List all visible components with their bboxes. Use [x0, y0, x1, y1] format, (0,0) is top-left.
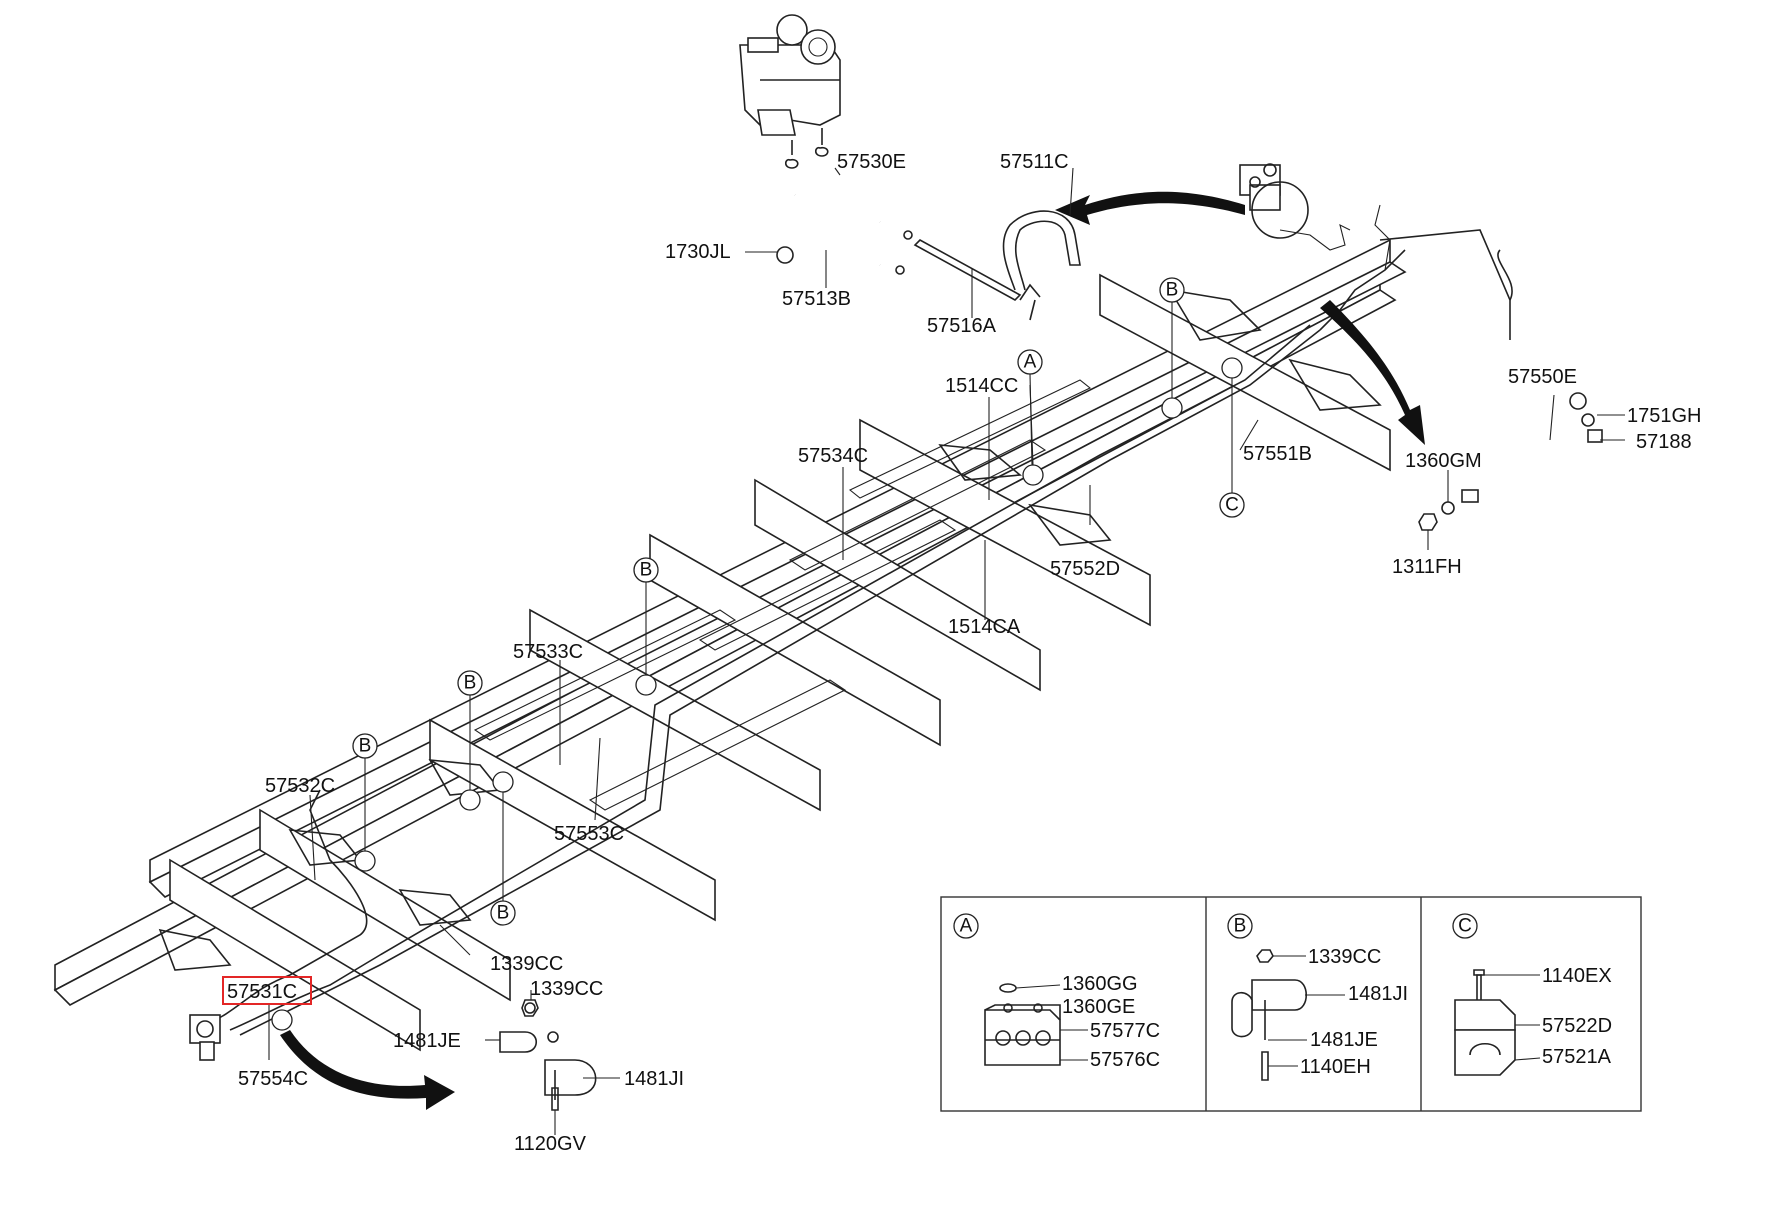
- label-1751GH: 1751GH: [1627, 405, 1702, 427]
- label-1481JE-detail: 1481JE: [1310, 1029, 1378, 1051]
- cross-members: [169, 273, 1391, 1052]
- ref-B-frame-1: B: [640, 560, 653, 581]
- panel-A-header: A: [960, 916, 973, 937]
- label-57521A: 57521A: [1542, 1046, 1612, 1068]
- label-1481JI-detail: 1481JI: [1348, 983, 1408, 1005]
- label-1140EH: 1140EH: [1300, 1056, 1371, 1078]
- label-57188: 57188: [1636, 431, 1692, 453]
- brake-junction: [1239, 163, 1351, 251]
- part-labels: 57530E 57511C 1730JL 57513B 57516A 1514C…: [227, 151, 1702, 1155]
- reservoir-hoses: [776, 165, 1081, 321]
- label-57516A: 57516A: [927, 315, 997, 337]
- ref-A-frame: A: [1024, 352, 1037, 373]
- leader-lines: [268, 167, 1625, 1135]
- label-57534C: 57534C: [798, 445, 868, 467]
- label-57550E: 57550E: [1508, 366, 1577, 388]
- ref-B-frame-4: B: [497, 903, 510, 924]
- label-1140EX: 1140EX: [1542, 965, 1612, 987]
- label-1339CC-main: 1339CC: [490, 953, 563, 975]
- label-1120GV: 1120GV: [514, 1133, 587, 1155]
- label-57551B: 57551B: [1243, 443, 1312, 465]
- label-1514CC: 1514CC: [945, 375, 1018, 397]
- detail-panels: [940, 896, 1642, 1112]
- label-57577C: 57577C: [1090, 1020, 1160, 1042]
- label-1339CC-b: 1339CC: [530, 978, 603, 1000]
- brake-fluid-reservoir: [739, 14, 841, 169]
- panel-C-header: C: [1458, 916, 1472, 937]
- label-57522D: 57522D: [1542, 1015, 1612, 1037]
- label-1360GE: 1360GE: [1062, 996, 1135, 1018]
- label-1311FH: 1311FH: [1392, 556, 1462, 578]
- label-1730JL: 1730JL: [665, 241, 731, 263]
- label-57576C: 57576C: [1090, 1049, 1160, 1071]
- label-57532C: 57532C: [265, 775, 335, 797]
- label-1481JI-main: 1481JI: [624, 1068, 684, 1090]
- ref-B-frame-3: B: [359, 736, 372, 757]
- label-1360GM: 1360GM: [1405, 450, 1482, 472]
- panel-B-header: B: [1234, 916, 1247, 937]
- label-57513B: 57513B: [782, 288, 851, 310]
- label-57533C: 57533C: [513, 641, 583, 663]
- ref-B-frame-rear: B: [1166, 280, 1179, 301]
- label-57511C: 57511C: [1000, 151, 1069, 173]
- ref-C-frame: C: [1225, 495, 1239, 516]
- direction-arrows: [280, 191, 1425, 1110]
- ref-B-frame-2: B: [464, 673, 477, 694]
- label-1360GG: 1360GG: [1062, 973, 1138, 995]
- label-57553C: 57553C: [554, 823, 624, 845]
- clamp-parts: [499, 999, 597, 1111]
- label-57552D: 57552D: [1050, 558, 1120, 580]
- highlight-box: [222, 976, 312, 1005]
- reference-letters: A B C B B B B A B C: [352, 277, 1478, 939]
- chassis-frame: [53, 229, 1513, 1052]
- label-1339CC-detail: 1339CC: [1308, 946, 1381, 968]
- label-57554C: 57554C: [238, 1068, 308, 1090]
- label-1514CA: 1514CA: [948, 616, 1021, 638]
- label-1481JE-main: 1481JE: [393, 1030, 461, 1052]
- label-57531C: 57531C: [227, 981, 297, 1003]
- proportioning-valve: [189, 1014, 221, 1061]
- rear-brake-hose: [1418, 392, 1603, 531]
- label-57530E: 57530E: [837, 151, 906, 173]
